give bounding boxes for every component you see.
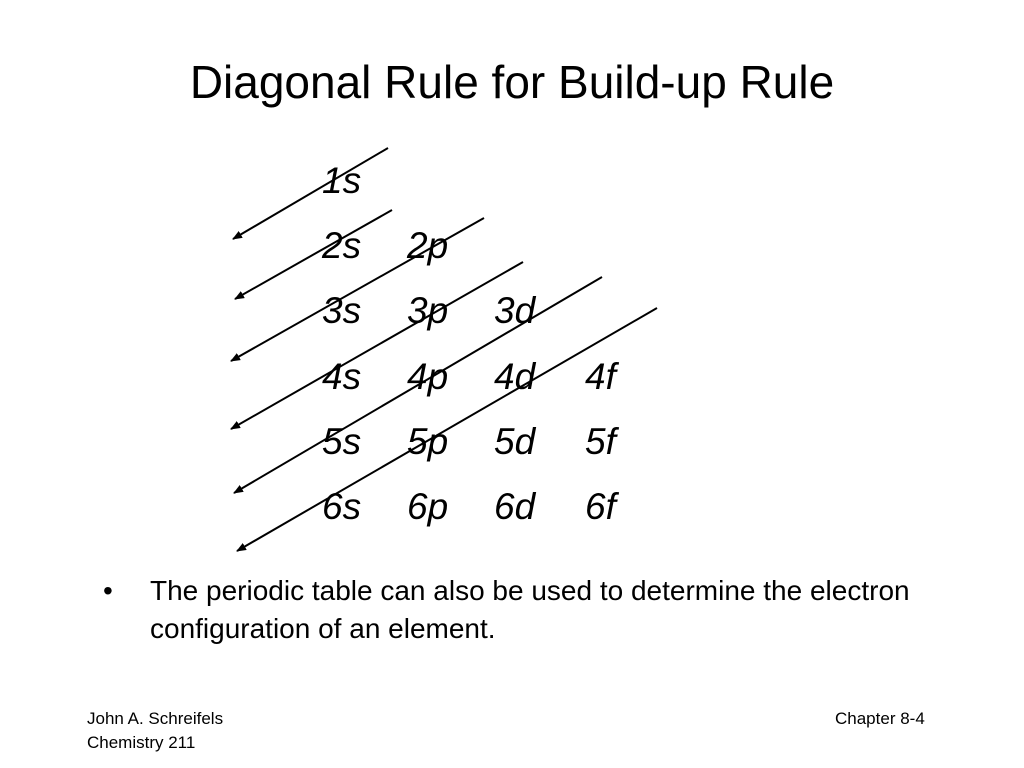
orbital-6f: 6f [585,486,616,527]
orbital-5p: 5p [407,421,449,462]
orbital-3s: 3s [322,290,362,331]
diagonal-arrow [230,261,524,430]
footer-author: John A. Schreifels [87,709,224,728]
orbital-2s: 2s [322,225,362,266]
orbital-6p: 6p [407,486,449,527]
orbital-2p: 2p [407,225,449,266]
orbital-1s: 1s [322,160,362,201]
orbital-6s: 6s [322,486,362,527]
orbital-4s: 4s [322,356,362,397]
orbital-5f: 5f [585,421,616,462]
diagonal-arrow [233,276,603,494]
bullet-text: The periodic table can also be used to d… [150,575,910,644]
bullet-marker: • [103,575,113,606]
orbital-5d: 5d [494,421,536,462]
footer-chapter: Chapter 8-4 [835,709,925,728]
orbital-3p: 3p [407,290,449,331]
diagonal-arrow [230,217,485,362]
orbital-3d: 3d [494,290,536,331]
orbital-4f: 4f [585,356,616,397]
diagonal-arrow [236,307,658,552]
slide-title: Diagonal Rule for Build-up Rule [189,56,835,108]
orbital-4d: 4d [494,356,536,397]
orbital-4p: 4p [407,356,449,397]
diagonal-arrow [232,147,389,240]
orbital-5s: 5s [322,421,362,462]
diagonal-arrow [234,209,393,300]
orbital-6d: 6d [494,486,536,527]
footer-course: Chemistry 211 [87,733,196,752]
